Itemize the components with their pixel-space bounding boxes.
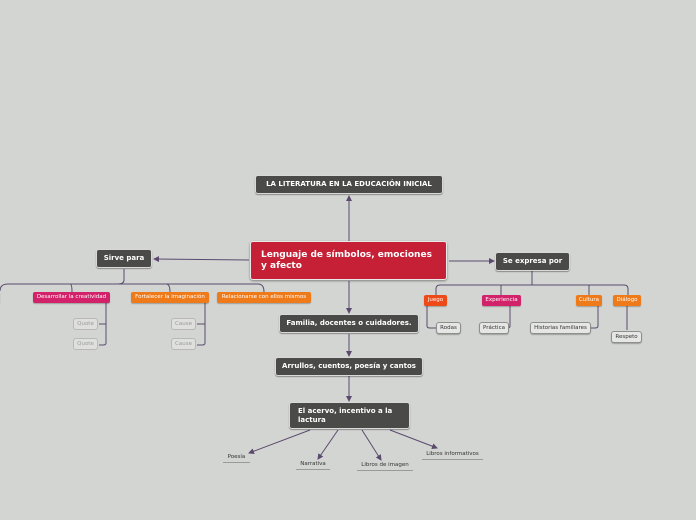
- child-experiencia[interactable]: Experiencia: [482, 295, 521, 306]
- link-leaf-libros-imagen: [361, 429, 382, 461]
- sub-respeto[interactable]: Respeto: [611, 331, 642, 343]
- leaf-libros-imagen[interactable]: Libros de imagen: [357, 462, 413, 472]
- link-imaginacion-causes: [197, 303, 206, 346]
- link-right-fan: [435, 271, 629, 295]
- link-central-left: [153, 256, 250, 263]
- sub-quote-1[interactable]: Quote: [73, 318, 98, 330]
- link-juego-rodas: [426, 306, 436, 329]
- sub-historias-familiares[interactable]: Historias familiares: [530, 322, 591, 334]
- leaf-poesia[interactable]: Poesía: [223, 454, 250, 464]
- branch-sirve-para[interactable]: Sirve para: [96, 249, 152, 268]
- sub-cause-1[interactable]: Cause: [171, 318, 196, 330]
- link-creatividad-quotes: [99, 303, 107, 346]
- link-left-fan: [0, 269, 265, 293]
- child-cultura[interactable]: Cultura: [576, 295, 602, 306]
- child-relacionarse-ellos-mismos[interactable]: Relacionarse con ellos mismos: [217, 292, 311, 303]
- sub-practica[interactable]: Práctica: [479, 322, 509, 334]
- leaf-narrativa[interactable]: Narrativa: [296, 461, 330, 471]
- step-acervo-incentivo[interactable]: El acervo, incentivo a la lactura: [289, 402, 410, 429]
- sub-quote-2[interactable]: Quote: [73, 338, 98, 350]
- topic-literatura-educacion-inicial[interactable]: LA LITERATURA EN LA EDUCACIÓN INICIAL: [255, 175, 443, 194]
- step-arrullos-cuentos[interactable]: Arrullos, cuentos, poesía y cantos: [275, 357, 423, 376]
- step-familia-docentes[interactable]: Familia, docentes o cuidadores.: [279, 314, 419, 333]
- child-fortalecer-imaginacion[interactable]: Fortalecer la imaginación: [131, 292, 209, 303]
- leaf-libros-informativos[interactable]: Libros informativos: [422, 451, 483, 461]
- link-cultura-historias: [590, 306, 599, 329]
- link-leaf-narrativa: [317, 429, 339, 460]
- link-leaf-libros-info: [389, 429, 438, 450]
- branch-se-expresa-por[interactable]: Se expresa por: [495, 252, 570, 271]
- sub-cause-2[interactable]: Cause: [171, 338, 196, 350]
- child-dialogo[interactable]: Diálogo: [613, 295, 641, 306]
- child-juego[interactable]: Juego: [424, 295, 447, 306]
- child-desarrollar-creatividad[interactable]: Desarrollar la creatividad: [33, 292, 110, 303]
- link-leaf-poesia: [248, 429, 311, 455]
- central-topic[interactable]: Lenguaje de símbolos, emociones y afecto: [250, 241, 447, 280]
- sub-rodas[interactable]: Rodas: [436, 322, 461, 334]
